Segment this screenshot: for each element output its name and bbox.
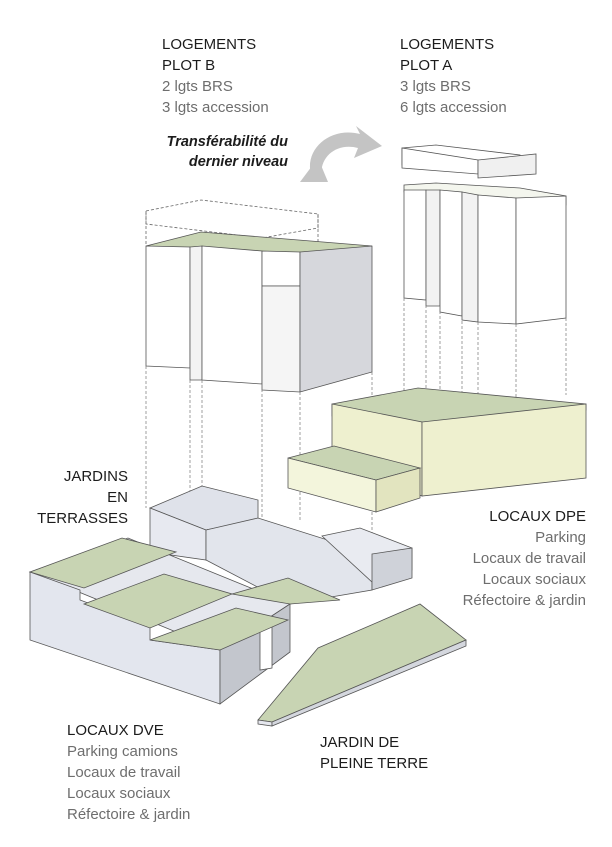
plot-b-block bbox=[145, 231, 373, 393]
locaux-dpe-label: LOCAUX DPE Parking Locaux de travail Loc… bbox=[430, 506, 586, 611]
plot-b-title-line-1: LOGEMENTS bbox=[162, 36, 257, 53]
plot-b-title-line-2: PLOT B bbox=[162, 57, 216, 74]
jardins-terrasses-label: JARDINS EN TERRASSES bbox=[20, 466, 128, 529]
plot-b-label: LOGEMENTS PLOT B 2 lgts BRS 3 lgts acces… bbox=[162, 34, 269, 118]
terrace-green-3 bbox=[149, 607, 290, 651]
jardins-line-3: TERRASSES bbox=[37, 510, 128, 527]
locaux-dve-item-3: Locaux sociaux bbox=[67, 785, 171, 802]
locaux-dve-item-2: Locaux de travail bbox=[67, 764, 181, 781]
locaux-dpe-item-3: Locaux sociaux bbox=[482, 571, 586, 588]
locaux-dpe-item-2: Locaux de travail bbox=[472, 550, 586, 567]
plot-a-top-level bbox=[401, 144, 537, 179]
plot-a-label: LOGEMENTS PLOT A 3 lgts BRS 6 lgts acces… bbox=[400, 34, 507, 118]
terrace-green-1 bbox=[28, 537, 178, 589]
plot-a-item-1: 3 lgts BRS bbox=[400, 78, 471, 95]
locaux-dpe-item-4: Réfectoire & jardin bbox=[462, 592, 586, 609]
plot-a-title-line-2: PLOT A bbox=[400, 57, 453, 74]
locaux-dpe-block bbox=[287, 387, 587, 513]
plot-a-block bbox=[403, 182, 567, 325]
jardin-pleine-terre-label: JARDIN DE PLEINE TERRE bbox=[320, 732, 428, 774]
transfer-line-1: Transférabilité du bbox=[166, 134, 288, 150]
transfer-line-2: dernier niveau bbox=[188, 154, 288, 170]
transfer-arrow-icon bbox=[300, 126, 382, 182]
plot-b-item-1: 2 lgts BRS bbox=[162, 78, 233, 95]
jardins-line-2: EN bbox=[107, 489, 128, 506]
locaux-dve-block bbox=[28, 485, 413, 705]
plot-a-title-line-1: LOGEMENTS bbox=[400, 36, 495, 53]
jardin-line-1: JARDIN DE bbox=[320, 734, 400, 751]
transfer-label: Transférabilité du dernier niveau bbox=[130, 132, 288, 172]
jardin-line-2: PLEINE TERRE bbox=[320, 755, 429, 772]
jardin-pleine-terre-block bbox=[257, 603, 467, 727]
locaux-dve-item-4: Réfectoire & jardin bbox=[67, 806, 191, 823]
locaux-dve-item-1: Parking camions bbox=[67, 743, 178, 760]
locaux-dpe-title: LOCAUX DPE bbox=[489, 508, 586, 525]
terrace-green-4 bbox=[231, 577, 341, 605]
locaux-dve-label: LOCAUX DVE Parking camions Locaux de tra… bbox=[67, 720, 190, 825]
locaux-dpe-item-1: Parking bbox=[535, 529, 586, 546]
jardins-line-1: JARDINS bbox=[63, 468, 128, 485]
plot-a-item-2: 6 lgts accession bbox=[400, 99, 507, 116]
locaux-dve-title: LOCAUX DVE bbox=[67, 722, 164, 739]
plot-b-item-2: 3 lgts accession bbox=[162, 99, 269, 116]
